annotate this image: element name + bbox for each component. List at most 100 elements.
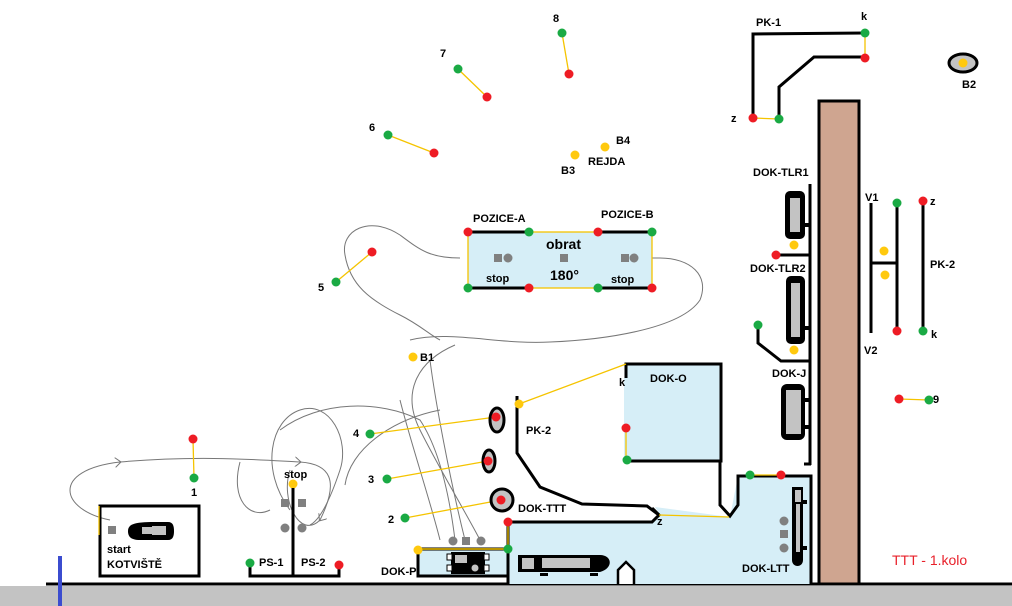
b4-point[interactable] [600, 142, 610, 152]
pk-2-link [518, 363, 627, 405]
dok-tlr2-vehicle[interactable] [786, 276, 810, 344]
dok-tlr1-label: DOK-TLR1 [753, 167, 809, 179]
dok-o-opening [624, 378, 628, 458]
gate-8[interactable] [557, 28, 574, 79]
dok-o-green[interactable] [622, 455, 632, 465]
gate-7-label: 7 [440, 48, 446, 60]
v2-red[interactable] [892, 326, 902, 336]
pk-2-k-green[interactable] [918, 326, 928, 336]
kotviste-box [98, 504, 201, 578]
dok-j-arm [756, 325, 810, 363]
pozice-a-tr[interactable] [524, 227, 534, 237]
ps-marker-2 [298, 499, 306, 507]
pk-2-label-right: PK-2 [930, 259, 955, 271]
b1-point[interactable] [408, 352, 418, 362]
dok-tlr2-point[interactable] [789, 345, 799, 355]
ground [0, 586, 1012, 606]
dok-ttt-green[interactable] [503, 544, 513, 554]
pozice-b-br[interactable] [647, 283, 657, 293]
pk-1-z-red[interactable] [748, 113, 758, 123]
ps-1-point[interactable] [245, 558, 255, 568]
pk-2-z-red[interactable] [918, 196, 928, 206]
ps-point-1 [280, 523, 290, 533]
gate-5[interactable] [331, 247, 377, 287]
v2-label: V2 [864, 345, 877, 357]
b2-point[interactable] [958, 58, 968, 68]
dok-o-red[interactable] [621, 423, 631, 433]
dok-ttt-red[interactable] [503, 517, 513, 527]
dok-p-point-1 [448, 536, 458, 546]
pozice-a-tl[interactable] [463, 227, 473, 237]
pozice-b-tl[interactable] [593, 227, 603, 237]
dok-o-label: DOK-O [650, 373, 687, 385]
v-point-2[interactable] [880, 270, 890, 280]
pk-2-point[interactable] [514, 399, 524, 409]
pk-2-label-left: PK-2 [526, 425, 551, 437]
dok-tlr2-label: DOK-TLR2 [750, 263, 806, 275]
pozice-a-point [503, 253, 513, 263]
v-point-1[interactable] [879, 246, 889, 256]
gate-1[interactable] [188, 434, 199, 483]
b3-point[interactable] [570, 150, 580, 160]
dok-ltt-point-1 [779, 516, 789, 526]
pozice-b-point [629, 253, 639, 263]
dok-j-vehicle[interactable] [781, 384, 810, 440]
gate-4[interactable] [365, 406, 506, 439]
gate-2[interactable] [400, 487, 515, 523]
vehicle-icon[interactable] [446, 552, 490, 574]
start-marker [108, 526, 116, 534]
kotviste-label: KOTVIŠTĚ [107, 558, 162, 571]
map-title: TTT - 1.kolo [892, 552, 967, 568]
stop-label-b: stop [611, 274, 635, 286]
pozice-a-bl[interactable] [463, 283, 473, 293]
pk-2-z-label: z [930, 196, 936, 208]
gate-2-label: 2 [388, 514, 394, 526]
pk-1-k-red[interactable] [860, 53, 870, 63]
stop-label-a: stop [486, 273, 510, 285]
pk-1-k-green[interactable] [860, 28, 870, 38]
ps-2-point[interactable] [334, 560, 344, 570]
dok-ltt-green[interactable] [745, 470, 755, 480]
obrat-marker [560, 254, 568, 262]
gate-9[interactable] [894, 394, 934, 405]
dok-ltt-red[interactable] [776, 470, 786, 480]
obrat-label: obrat [546, 236, 581, 252]
pk-1-z-green[interactable] [774, 114, 784, 124]
gate-6[interactable] [383, 130, 439, 158]
rejda-label: REJDA [588, 156, 625, 168]
gate-3[interactable] [382, 448, 497, 484]
pozice-a-br[interactable] [524, 283, 534, 293]
gate-7[interactable] [453, 64, 492, 102]
dok-ltt-label: DOK-LTT [742, 563, 790, 575]
dok-j-green[interactable] [753, 320, 763, 330]
dok-tlr1-point[interactable] [789, 240, 799, 250]
dok-tlr2-red[interactable] [771, 250, 781, 260]
dok-tlr1-vehicle[interactable] [785, 191, 810, 239]
ps-marker-1 [281, 499, 289, 507]
k-label-dok-o: k [619, 377, 626, 389]
ps-point-2 [297, 523, 307, 533]
rocket-icon[interactable] [792, 487, 807, 566]
gate-4-label: 4 [353, 428, 360, 440]
gate-5-label: 5 [318, 282, 324, 294]
gate-3-label: 3 [368, 474, 374, 486]
pozice-b-bl[interactable] [593, 283, 603, 293]
dok-p-point[interactable] [413, 545, 423, 555]
dok-ltt-point-2 [779, 543, 789, 553]
pk-2-k-label: k [931, 329, 938, 341]
ps-stop-point[interactable] [288, 479, 298, 489]
pk-2-channel [515, 396, 660, 517]
b3-label: B3 [561, 165, 575, 177]
pozice-a-label: POZICE-A [473, 213, 526, 225]
pozice-b-tr[interactable] [647, 227, 657, 237]
start-label: start [107, 544, 131, 556]
train-icon[interactable] [518, 555, 610, 576]
pk-1-outer [751, 31, 866, 118]
gate-9-label: 9 [933, 394, 939, 406]
boat-icon[interactable] [128, 522, 174, 540]
v1-label: V1 [865, 192, 878, 204]
v1-green[interactable] [892, 198, 902, 208]
dok-ltt-marker [780, 530, 788, 538]
wall [817, 99, 861, 586]
